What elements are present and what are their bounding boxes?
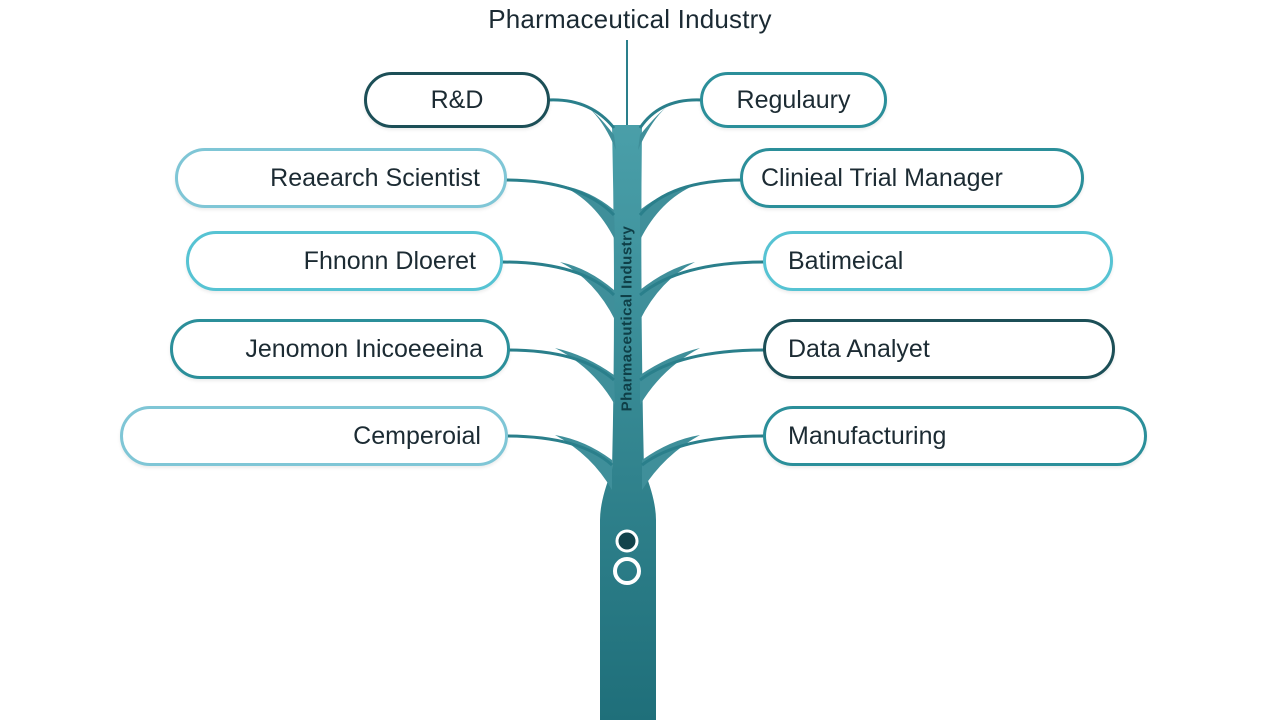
lower-ring (613, 557, 641, 585)
node-right-3: Batimeical (763, 231, 1113, 291)
node-commercial: Cemperoial (120, 406, 508, 466)
node-left-4: Jenomon Inicoeeeina (170, 319, 510, 379)
trunk-label: Pharmaceutical Industry (618, 225, 636, 412)
node-data-analyst: Data Analyet (763, 319, 1115, 379)
node-research-scientist: Reaearch Scientist (175, 148, 507, 208)
node-clinical-trial-manager: Clinieal Trial Manager (740, 148, 1084, 208)
node-left-3: Fhnonn Dloeret (186, 231, 503, 291)
node-rnd: R&D (364, 72, 550, 128)
diagram-title: Pharmaceutical Industry (488, 4, 772, 34)
node-regulatory: Regulaury (700, 72, 887, 128)
right-connectors (638, 98, 766, 467)
upper-ring (615, 529, 639, 553)
node-manufacturing: Manufacturing (763, 406, 1147, 466)
left-connectors (501, 98, 616, 467)
